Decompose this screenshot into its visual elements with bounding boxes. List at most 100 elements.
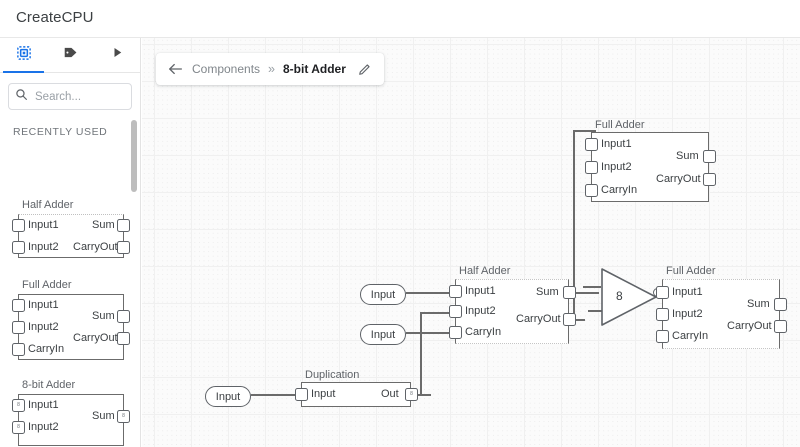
block-title: Duplication [305,369,360,381]
port-carryin[interactable] [449,326,462,339]
sidebar-pin-label: Input2 [28,421,59,433]
pin-label: Input1 [465,285,496,297]
section-header-recently-used: RECENTLY USED [13,126,108,138]
sidebar-port-sum-bus: 8 [117,410,130,423]
bus-width-label: 8 [122,413,125,419]
bus-width-label: 8 [410,391,413,397]
input-pin-1[interactable]: Input [360,284,406,305]
input-pin-2[interactable]: Input [360,324,406,345]
search-container [8,83,132,110]
title-bar: CreateCPU [0,0,800,38]
pencil-icon[interactable] [358,62,372,76]
block-body[interactable] [301,382,411,407]
sidebar-port-carryout [117,332,130,345]
port-carryout[interactable] [774,320,787,333]
pin-label: CarryIn [672,330,709,342]
pin-label: Input [311,388,336,400]
sidebar-pin-label: CarryOut [73,241,118,253]
bus-width-label: 8 [17,424,20,430]
pin-label: CarryIn [465,326,502,338]
pin-label: Input2 [601,161,632,173]
wire-input1-to-halfadder-input1 [406,292,459,295]
port-sum[interactable] [774,298,787,311]
sidebar-scroll-area[interactable]: Half Adder Input1 Input2 Sum CarryOut Fu… [0,118,140,447]
sidebar-port-input2-bus: 8 [12,421,25,434]
port-input[interactable] [295,388,308,401]
pin-label: Sum [536,286,559,298]
wire-trunk-to-topfulladder-input2 [573,130,596,133]
search-input[interactable] [33,89,129,104]
port-carryout[interactable] [703,173,716,186]
sidebar-scrollbar-thumb[interactable] [131,120,137,192]
port-input2[interactable] [656,308,669,321]
breadcrumb-current: 8-bit Adder [283,62,346,76]
port-out-bus[interactable]: 8 [405,388,418,401]
play-icon [110,45,125,65]
bus-width-label: 8 [17,402,20,408]
pin-label: Input1 [601,138,632,150]
sidebar-component-title: Half Adder [22,199,74,211]
wire-input2-to-halfadder-carryin [406,332,459,335]
arrow-left-icon[interactable] [168,62,184,76]
sidebar-component-body [18,214,124,258]
pin-label: Input2 [465,305,496,317]
tab-run[interactable] [94,38,140,73]
block-body[interactable] [591,132,709,202]
tab-tags[interactable] [47,38,94,73]
wire-input3-to-duplication [251,394,301,397]
pin-label: Out [381,388,399,400]
port-input1[interactable] [585,138,598,151]
sidebar-pin-label: Sum [92,310,115,322]
port-input2[interactable] [585,161,598,174]
wire-duplication-out-v [420,312,423,396]
breadcrumb-parent[interactable]: Components [192,62,261,76]
block-title: Full Adder [595,119,645,131]
sidebar-port-input1 [12,299,25,312]
port-input2[interactable] [449,305,462,318]
search-box[interactable] [8,83,132,110]
sidebar-tabbar [0,38,140,73]
sidebar-port-sum [117,219,130,232]
sidebar-pin-label: Input1 [28,299,59,311]
sidebar-port-carryout [117,241,130,254]
chip-icon [15,44,33,67]
port-carryout[interactable] [563,313,576,326]
sidebar-port-sum [117,310,130,323]
wire-halfadder-sum-h [563,292,599,295]
block-body[interactable] [662,279,780,349]
app-title: CreateCPU [16,9,94,26]
sidebar-pin-label: Input2 [28,321,59,333]
sidebar-component-body [18,294,124,360]
sidebar-pin-label: Input2 [28,241,59,253]
port-carryin[interactable] [585,184,598,197]
search-icon [15,88,28,106]
sidebar-pin-label: Input1 [28,219,59,231]
sidebar-port-input1 [12,219,25,232]
pin-label: CarryOut [516,313,561,325]
tag-icon [62,44,79,66]
sidebar-port-carryin [12,343,25,356]
bus-gate-label: 8 [616,289,623,303]
sidebar-pin-label: Sum [92,410,115,422]
schematic-canvas[interactable]: Components » 8-bit Adder [142,38,800,447]
pin-label: Input1 [672,286,703,298]
port-input1[interactable] [449,285,462,298]
sidebar-scrollbar[interactable] [131,118,139,447]
pin-label: CarryOut [727,320,772,332]
wire-to-busgate-in1 [583,286,601,289]
wire-duplication-out-h [406,394,431,397]
port-input1[interactable] [656,286,669,299]
input-pin-3[interactable]: Input [205,386,251,407]
port-sum[interactable] [703,150,716,163]
block-body[interactable] [455,279,569,344]
sidebar-component-title: 8-bit Adder [22,379,76,391]
breadcrumb-separator: » [268,62,275,76]
port-carryin[interactable] [656,330,669,343]
port-sum[interactable] [563,286,576,299]
wire-to-busgate-in2 [588,310,602,313]
pin-label: CarryOut [656,173,701,185]
sidebar-port-input2 [12,321,25,334]
tab-components[interactable] [0,38,47,73]
bus-gate[interactable]: 8 [600,267,664,332]
